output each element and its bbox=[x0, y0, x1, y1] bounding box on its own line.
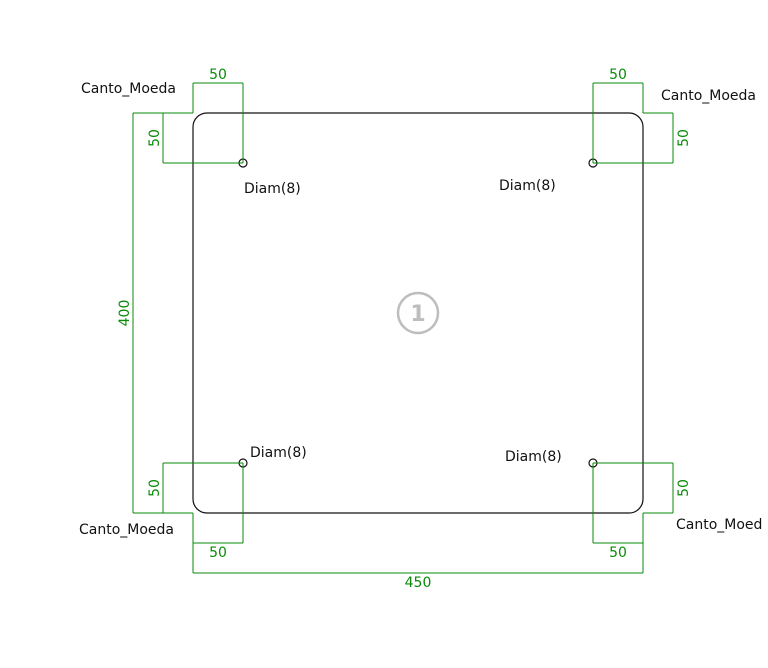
dim-bottom-left-v-value: 50 bbox=[147, 479, 163, 497]
dim-top-left-h-value: 50 bbox=[209, 67, 227, 83]
dim-bottom-left-vertical bbox=[162, 462, 243, 514]
dim-bottom-left-horizontal bbox=[193, 463, 244, 544]
part-number: 1 bbox=[410, 302, 425, 327]
dim-overall-width bbox=[192, 513, 644, 574]
dim-bottom-left-h-value: 50 bbox=[209, 545, 227, 561]
dim-top-left-vertical bbox=[162, 112, 243, 164]
dim-top-right-v-value: 50 bbox=[676, 129, 692, 147]
hole-label-top-left: Diam(8) bbox=[244, 181, 301, 197]
dim-top-left-v-value: 50 bbox=[147, 129, 163, 147]
hole-label-top-right: Diam(8) bbox=[499, 178, 556, 194]
panel-outline bbox=[192, 112, 644, 514]
corner-label-top-left: Canto_Moeda bbox=[81, 81, 176, 97]
hole-label-bottom-left: Diam(8) bbox=[250, 445, 307, 461]
dim-top-right-vertical bbox=[593, 112, 674, 164]
hole-label-bottom-right: Diam(8) bbox=[505, 449, 562, 465]
dim-top-right-horizontal bbox=[592, 82, 644, 163]
dim-overall-height bbox=[132, 112, 163, 514]
dim-bottom-right-vertical bbox=[593, 462, 674, 514]
dim-bottom-right-horizontal bbox=[592, 463, 643, 544]
dim-top-left-horizontal bbox=[192, 82, 244, 163]
dim-overall-width-value: 450 bbox=[405, 575, 432, 591]
dim-overall-height-value: 400 bbox=[117, 300, 133, 327]
part-number-badge bbox=[396, 291, 440, 335]
corner-label-bottom-left: Canto_Moeda bbox=[79, 522, 174, 538]
corner-label-bottom-right: Canto_Moed bbox=[676, 517, 762, 533]
dim-bottom-right-v-value: 50 bbox=[676, 479, 692, 497]
dim-top-right-h-value: 50 bbox=[609, 67, 627, 83]
corner-label-top-right: Canto_Moeda bbox=[661, 88, 756, 104]
dim-bottom-right-h-value: 50 bbox=[609, 545, 627, 561]
